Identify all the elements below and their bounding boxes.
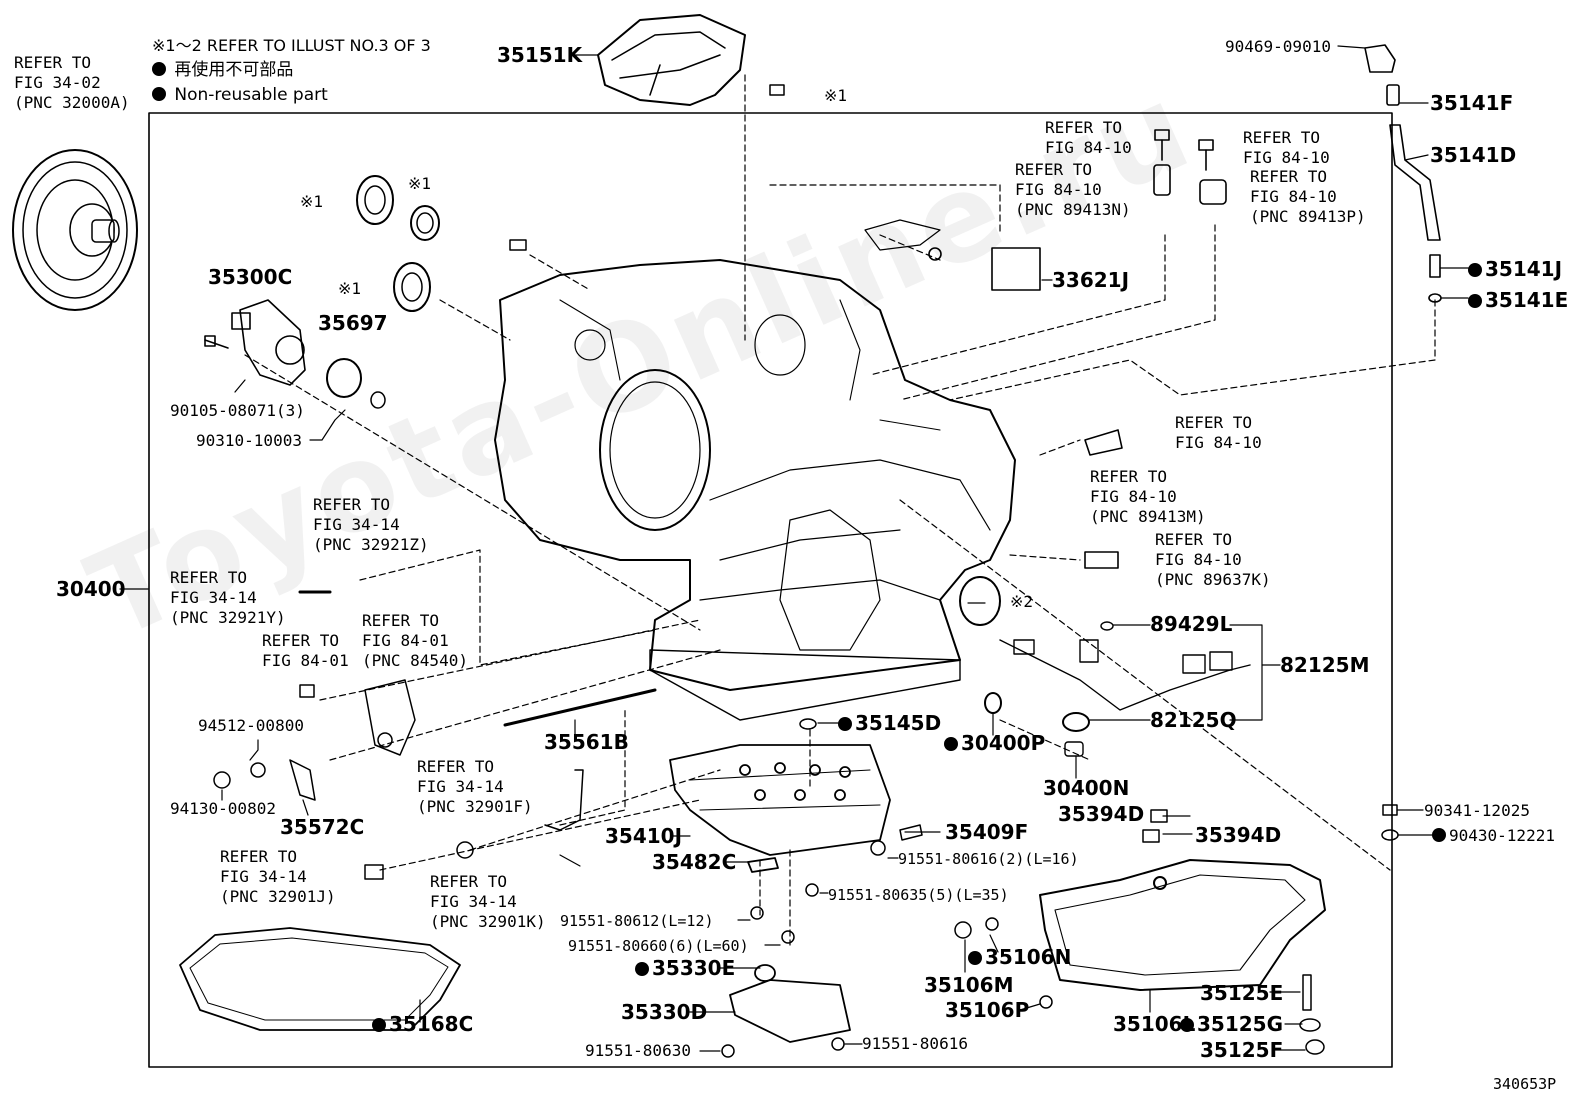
part-label[interactable]: ※1 xyxy=(824,86,848,105)
diagram-frame xyxy=(148,112,1393,1068)
part-label[interactable]: ※1 xyxy=(338,279,362,298)
nonreusable-dot-icon xyxy=(968,951,982,965)
reference-note[interactable]: REFER TO FIG 84-10 xyxy=(1175,413,1262,452)
housing-cover-drawing xyxy=(597,14,746,106)
part-label[interactable]: ※2 xyxy=(1010,592,1034,611)
part-label[interactable]: 91551-80616(2)(L=16) xyxy=(898,850,1079,868)
part-label[interactable]: 35141J xyxy=(1468,258,1562,280)
figure-id: 340653P xyxy=(1493,1075,1557,1093)
reference-note[interactable]: REFER TO FIG 84-10 (PNC 89637K) xyxy=(1155,530,1271,589)
part-label[interactable]: 90341-12025 xyxy=(1424,801,1530,820)
part-label[interactable]: 35125E xyxy=(1200,981,1284,1005)
nonreusable-dot-icon xyxy=(372,1018,386,1032)
part-label[interactable]: 90430-12221 xyxy=(1432,827,1555,845)
nonreusable-dot-icon xyxy=(838,717,852,731)
part-label[interactable]: 82125Q xyxy=(1150,708,1237,732)
reference-note[interactable]: REFER TO FIG 84-10 xyxy=(1045,118,1132,157)
legend-nonreusable-en: Non-reusable part xyxy=(152,83,431,108)
part-label[interactable]: 35300C xyxy=(208,265,293,289)
part-label[interactable]: 35409F xyxy=(945,820,1029,844)
leader-lines xyxy=(244,74,1436,946)
transaxle-case-drawing xyxy=(494,259,1016,721)
part-label[interactable]: 35168C xyxy=(372,1013,473,1035)
reference-note[interactable]: REFER TO FIG 34-02 (PNC 32000A) xyxy=(14,53,130,112)
seals-drawing xyxy=(326,175,440,409)
reference-note[interactable]: REFER TO FIG 34-14 (PNC 32901F) xyxy=(417,757,533,816)
part-label[interactable]: 91551-80660(6)(L=60) xyxy=(568,937,749,955)
part-label[interactable]: 35141F xyxy=(1430,91,1514,115)
reference-note[interactable]: REFER TO FIG 34-14 (PNC 32901J) xyxy=(220,847,336,906)
part-label[interactable]: 35106M xyxy=(924,973,1014,997)
reference-note[interactable]: REFER TO FIG 84-01 xyxy=(262,631,349,670)
part-label[interactable]: 35125F xyxy=(1200,1038,1284,1062)
part-label[interactable]: 35394D xyxy=(1058,802,1145,826)
nonreusable-dot-icon xyxy=(152,62,166,76)
part-label[interactable]: 91551-80612(L=12) xyxy=(560,912,714,930)
part-label[interactable]: 91551-80616 xyxy=(862,1034,968,1053)
reference-note[interactable]: REFER TO FIG 34-14 (PNC 32901K) xyxy=(430,872,546,931)
nonreusable-dot-icon xyxy=(1468,263,1482,277)
part-label[interactable]: 35141D xyxy=(1430,143,1517,167)
part-label[interactable]: 35561B xyxy=(544,730,629,754)
torque-converter-drawing xyxy=(12,149,138,311)
part-label[interactable]: ※1 xyxy=(300,192,324,211)
part-label[interactable]: 35330D xyxy=(621,1000,708,1024)
part-label[interactable]: 35697 xyxy=(318,311,388,335)
legend: ※1～2 REFER TO ILLUST NO.3 OF 3 再使用不可部品 N… xyxy=(152,33,431,108)
nonreusable-dot-icon xyxy=(152,87,166,101)
part-label[interactable]: 33621J xyxy=(1052,268,1130,292)
part-label[interactable]: 30400N xyxy=(1043,776,1130,800)
nonreusable-dot-icon xyxy=(1468,294,1482,308)
wire-harness-drawing xyxy=(984,621,1251,757)
reference-note[interactable]: REFER TO FIG 84-10 (PNC 89413P) xyxy=(1250,167,1366,226)
part-label[interactable]: 90310-10003 xyxy=(196,431,302,450)
part-label[interactable]: 35330E xyxy=(635,957,735,979)
part-label[interactable]: 82125M xyxy=(1280,653,1370,677)
part-label[interactable]: 90105-08071(3) xyxy=(170,401,305,420)
solenoid-35300c-drawing xyxy=(204,299,306,386)
reference-note[interactable]: REFER TO FIG 84-01 (PNC 84540) xyxy=(362,611,468,670)
nonreusable-dot-icon xyxy=(944,737,958,751)
nonreusable-dot-icon xyxy=(635,962,649,976)
part-label[interactable]: 35394D xyxy=(1195,823,1282,847)
part-label[interactable]: 35106L xyxy=(1113,1012,1196,1036)
part-label[interactable]: 35141E xyxy=(1468,289,1568,311)
oil-pan-drawing xyxy=(1039,859,1326,991)
part-label[interactable]: 35125G xyxy=(1180,1013,1283,1035)
oil-strainer-drawing xyxy=(729,964,851,1043)
part-label[interactable]: 90469-09010 xyxy=(1225,37,1331,56)
nonreusable-dot-icon xyxy=(1180,1018,1194,1032)
part-label[interactable]: 30400 xyxy=(56,577,126,601)
legend-nonreusable-jp: 再使用不可部品 xyxy=(152,58,431,83)
part-label[interactable]: ※1 xyxy=(408,174,432,193)
part-label[interactable]: 35106N xyxy=(968,946,1071,968)
valve-body-drawing xyxy=(669,744,891,873)
reference-note[interactable]: REFER TO FIG 84-10 xyxy=(1243,128,1330,167)
part-label[interactable]: 91551-80635(5)(L=35) xyxy=(828,886,1009,904)
part-label[interactable]: 94512-00800 xyxy=(198,716,304,735)
solid-leaders xyxy=(119,45,1469,1052)
part-label[interactable]: 35151K xyxy=(497,43,583,67)
pan-gasket-drawing xyxy=(179,927,461,1031)
part-label[interactable]: 30400P xyxy=(944,732,1045,754)
reference-note[interactable]: REFER TO FIG 34-14 (PNC 32921Z) xyxy=(313,495,429,554)
part-label[interactable]: 35482C xyxy=(652,850,737,874)
nonreusable-dot-icon xyxy=(1432,828,1446,842)
part-label[interactable]: 35572C xyxy=(280,815,365,839)
part-label[interactable]: 91551-80630 xyxy=(585,1041,691,1060)
part-label[interactable]: 35106P xyxy=(945,998,1030,1022)
part-label[interactable]: 89429L xyxy=(1150,612,1233,636)
part-label[interactable]: 94130-00802 xyxy=(170,799,276,818)
sensors-drawing xyxy=(864,44,1442,626)
reference-note[interactable]: REFER TO FIG 34-14 (PNC 32921Y) xyxy=(170,568,286,627)
part-label[interactable]: 35410J xyxy=(605,824,683,848)
reference-note[interactable]: REFER TO FIG 84-10 (PNC 89413N) xyxy=(1015,160,1131,219)
reference-note[interactable]: REFER TO FIG 84-10 (PNC 89413M) xyxy=(1090,467,1206,526)
part-label[interactable]: 35145D xyxy=(838,712,941,734)
legend-note: ※1～2 REFER TO ILLUST NO.3 OF 3 xyxy=(152,36,431,55)
